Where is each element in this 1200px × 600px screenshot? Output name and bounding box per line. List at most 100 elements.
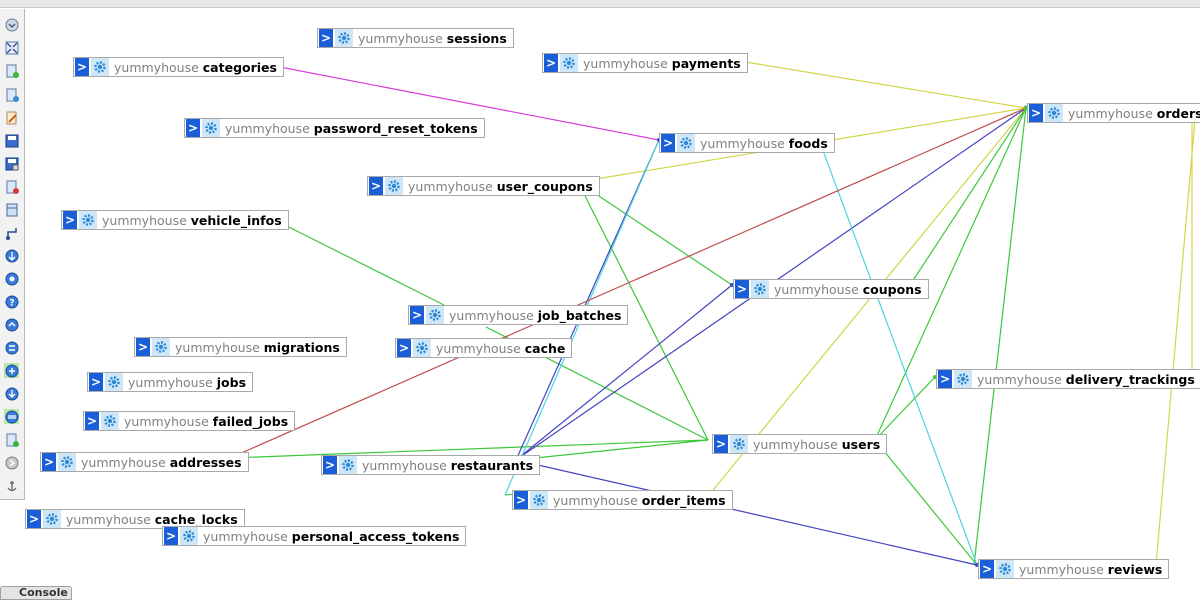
delete-page-icon[interactable] xyxy=(4,179,19,194)
gear-icon[interactable] xyxy=(105,373,123,391)
fullscreen-icon[interactable] xyxy=(4,40,19,55)
gear-icon[interactable] xyxy=(730,435,748,453)
toggle-columns-icon[interactable]: > xyxy=(980,560,994,578)
toggle-columns-icon[interactable]: > xyxy=(42,453,56,471)
toggle-columns-icon[interactable]: > xyxy=(1029,104,1043,122)
gear-icon[interactable] xyxy=(335,29,353,47)
pin-text-icon[interactable] xyxy=(4,432,19,447)
toggle-columns-icon[interactable]: > xyxy=(369,177,383,195)
toggle-columns-icon[interactable]: > xyxy=(714,435,728,453)
toggle-columns-icon[interactable]: > xyxy=(89,373,103,391)
expand-all-icon[interactable] xyxy=(4,363,19,378)
database-name: yummyhouse xyxy=(124,413,209,429)
database-name: yummyhouse xyxy=(583,55,668,71)
toggle-columns-icon[interactable]: > xyxy=(397,339,411,357)
toggle-columns-icon[interactable]: > xyxy=(544,54,558,72)
table-name: payments xyxy=(671,55,741,71)
toggle-snap-icon[interactable] xyxy=(4,317,19,332)
open-page-icon[interactable] xyxy=(4,87,19,102)
toggle-menu-icon[interactable] xyxy=(4,17,19,32)
table-name: sessions xyxy=(446,30,507,46)
table-name: restaurants xyxy=(450,457,534,473)
gear-icon[interactable] xyxy=(530,491,548,509)
toggle-columns-icon[interactable]: > xyxy=(319,29,333,47)
gear-icon[interactable] xyxy=(180,527,198,545)
toggle-columns-icon[interactable]: > xyxy=(735,280,749,298)
gear-icon[interactable] xyxy=(996,560,1014,578)
gear-icon[interactable] xyxy=(101,412,119,430)
gear-icon[interactable] xyxy=(560,54,578,72)
toggle-columns-icon[interactable]: > xyxy=(27,510,41,528)
table-name: addresses xyxy=(169,454,242,470)
toggle-columns-icon[interactable]: > xyxy=(323,456,337,474)
export-schema-icon[interactable] xyxy=(4,248,19,263)
table-name: cache_locks xyxy=(154,511,238,527)
database-name: yummyhouse xyxy=(203,528,288,544)
console-tab[interactable]: Console xyxy=(0,586,72,600)
toggle-columns-icon[interactable]: > xyxy=(514,491,528,509)
toggle-columns-icon[interactable]: > xyxy=(186,119,200,137)
import-icon[interactable] xyxy=(4,409,19,424)
toggle-columns-icon[interactable]: > xyxy=(136,338,150,356)
toggle-relation-lines-icon[interactable] xyxy=(4,225,19,240)
toggle-columns-icon[interactable]: > xyxy=(85,412,99,430)
toggle-relations-icon[interactable] xyxy=(4,455,19,470)
toggle-columns-icon[interactable]: > xyxy=(164,527,178,545)
toggle-columns-icon[interactable]: > xyxy=(410,306,424,324)
help-icon[interactable]: ? xyxy=(4,294,19,309)
toggle-columns-icon[interactable]: > xyxy=(938,370,952,388)
gear-icon[interactable] xyxy=(43,510,61,528)
move-menu-icon[interactable] xyxy=(4,271,19,286)
gear-icon[interactable] xyxy=(339,456,357,474)
gear-icon[interactable] xyxy=(202,119,220,137)
edit-page-icon[interactable] xyxy=(4,110,19,125)
gear-icon[interactable] xyxy=(413,339,431,357)
table-name: users xyxy=(841,436,881,452)
collapse-all-icon[interactable] xyxy=(4,340,19,355)
new-page-icon[interactable] xyxy=(4,63,19,78)
toggle-small-icon[interactable] xyxy=(4,202,19,217)
save-as-icon[interactable] xyxy=(4,156,19,171)
gear-icon[interactable] xyxy=(58,453,76,471)
gear-icon[interactable] xyxy=(152,338,170,356)
gear-icon[interactable] xyxy=(91,58,109,76)
toggle-columns-icon[interactable]: > xyxy=(75,58,89,76)
gear-icon[interactable] xyxy=(426,306,444,324)
save-icon[interactable] xyxy=(4,133,19,148)
show-relations-icon[interactable] xyxy=(4,386,19,401)
gear-icon[interactable] xyxy=(79,211,97,229)
gear-icon[interactable] xyxy=(954,370,972,388)
gear-icon[interactable] xyxy=(751,280,769,298)
table-name: delivery_trackings xyxy=(1065,371,1195,387)
gear-icon[interactable] xyxy=(677,134,695,152)
toggle-columns-icon[interactable]: > xyxy=(661,134,675,152)
gear-icon[interactable] xyxy=(385,177,403,195)
anchor-icon[interactable] xyxy=(4,478,19,493)
table-name: foods xyxy=(788,135,828,151)
gear-icon[interactable] xyxy=(1045,104,1063,122)
toggle-columns-icon[interactable]: > xyxy=(63,211,77,229)
database-name: yummyhouse xyxy=(700,135,785,151)
